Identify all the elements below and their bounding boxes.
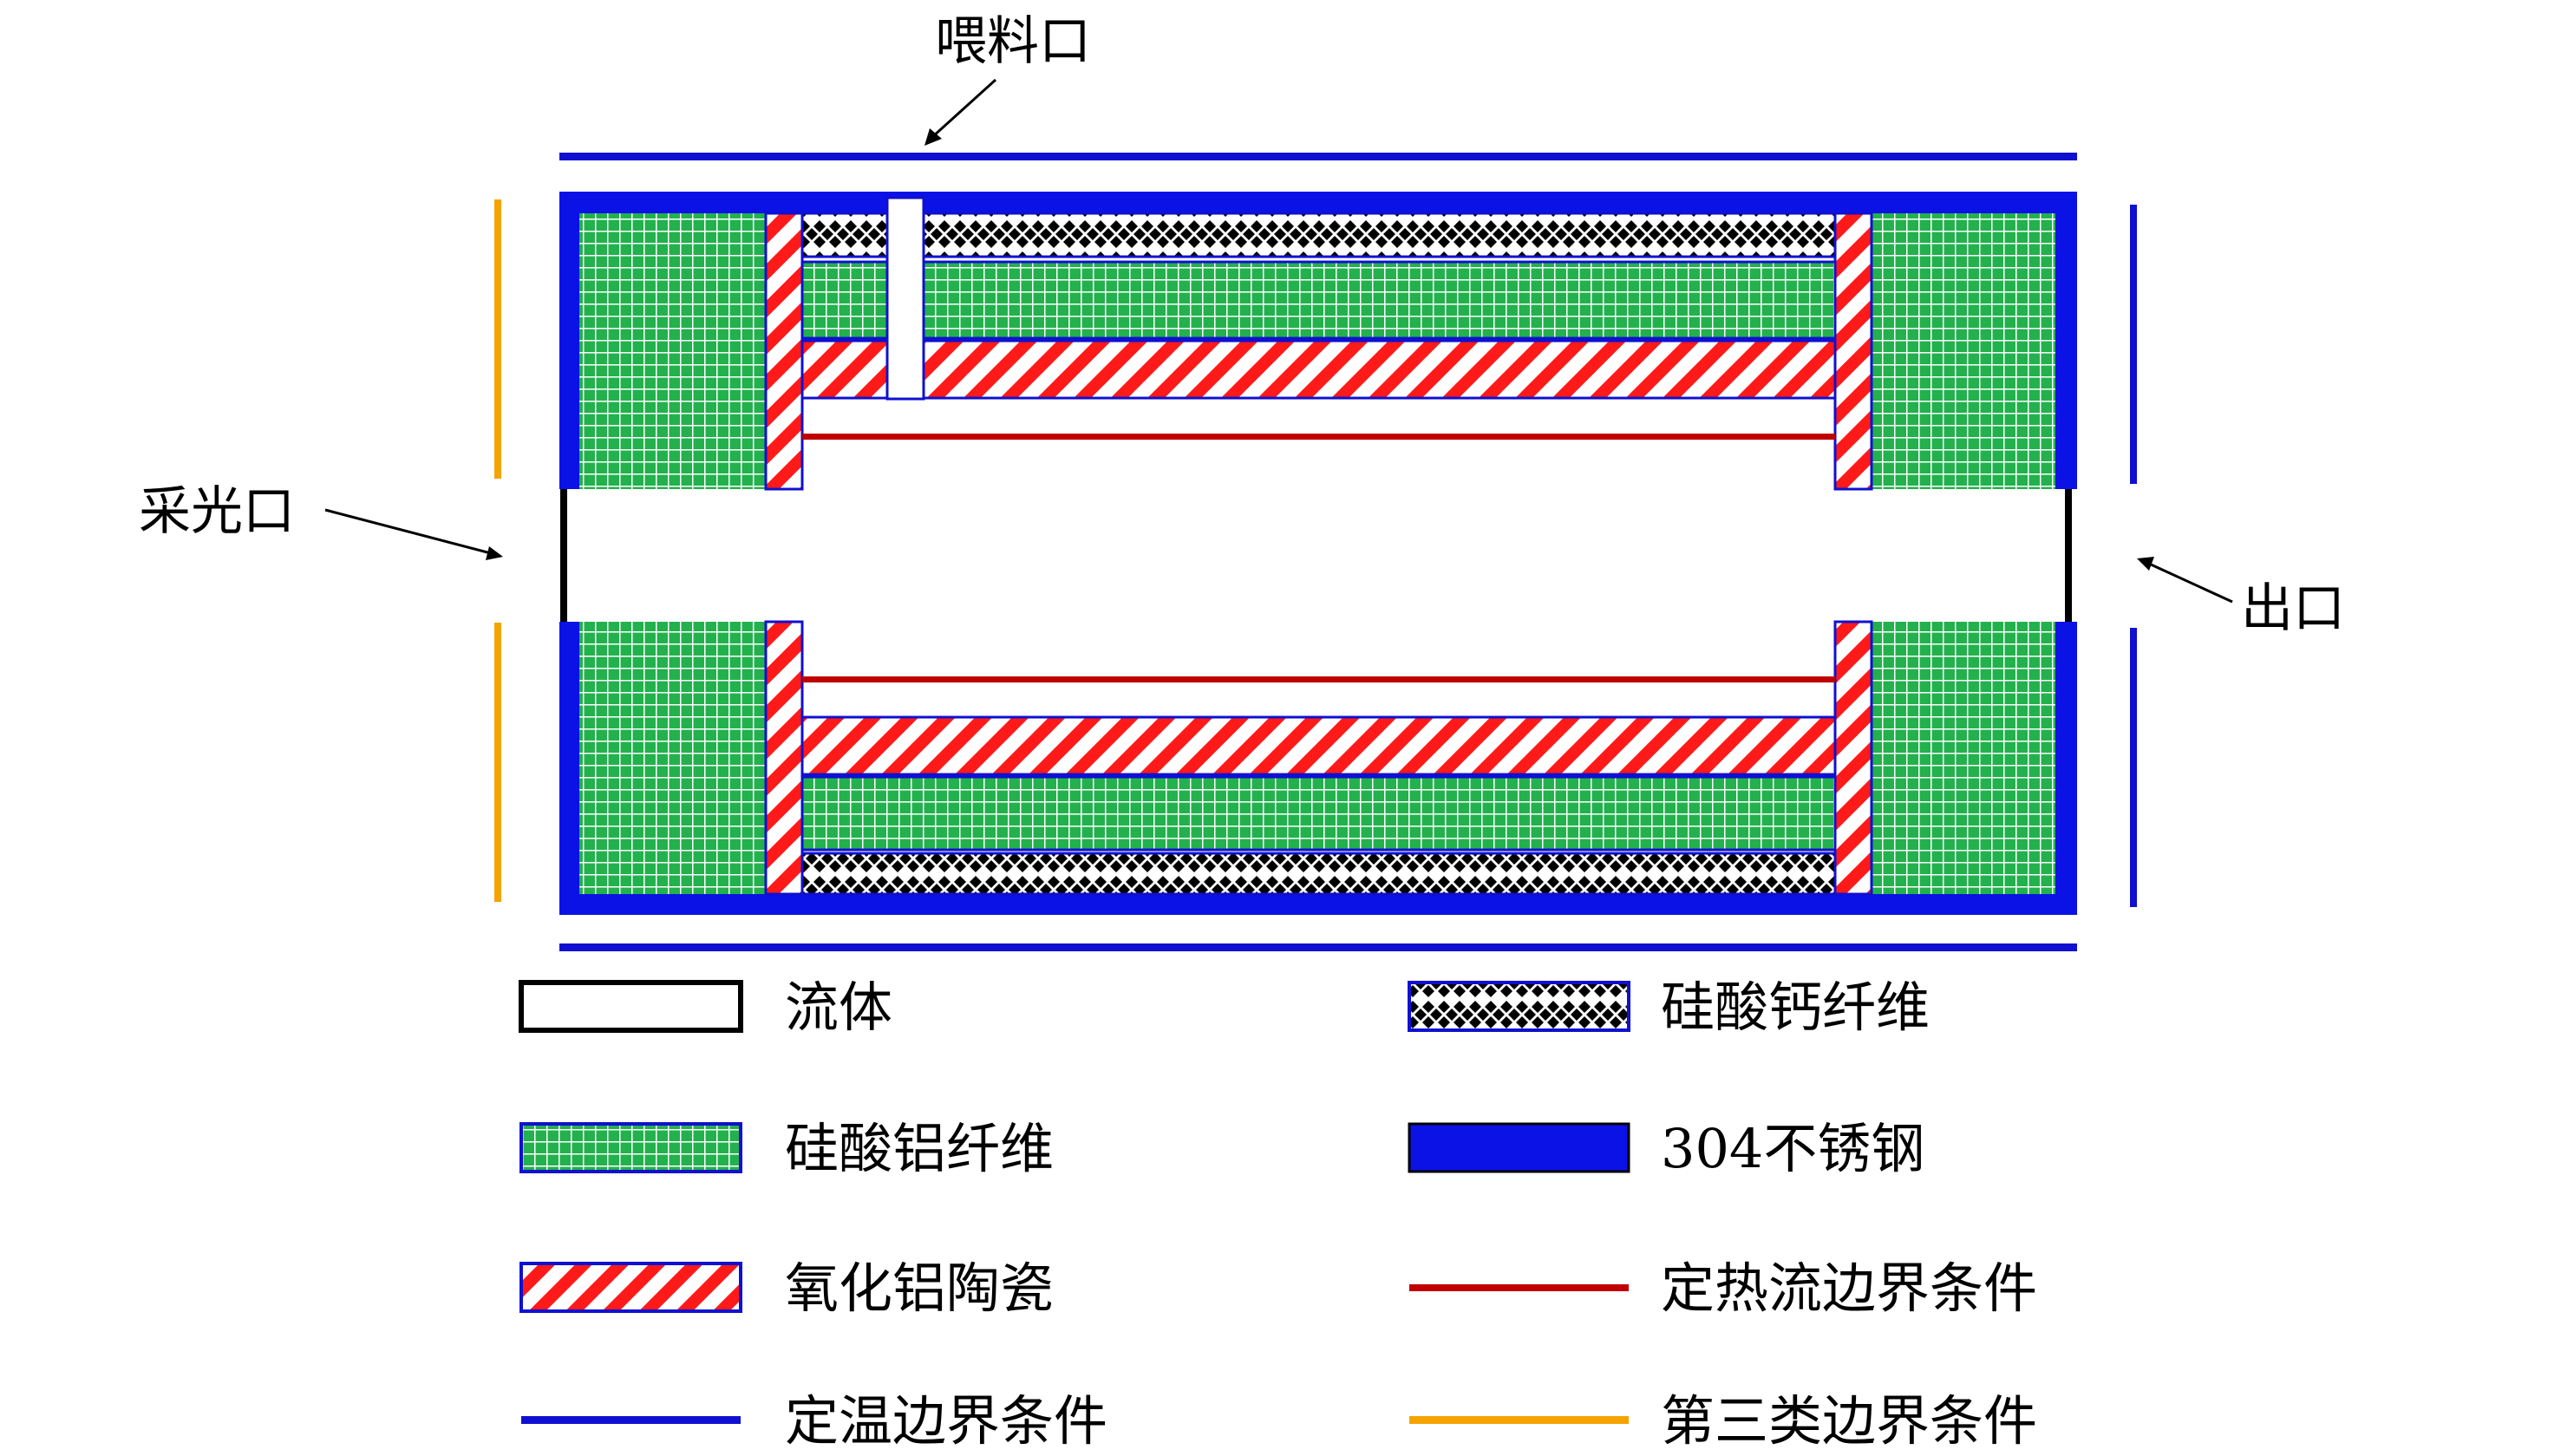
legend-swatch-alumina-ceramic bbox=[519, 1262, 742, 1313]
legend-swatch-stainless-304 bbox=[1408, 1122, 1630, 1173]
right-lower-temperature-boundary-line bbox=[2130, 628, 2137, 907]
right-upper-temperature-boundary-line bbox=[2130, 205, 2137, 484]
boundary-lines bbox=[494, 153, 2137, 951]
annotations: 喂料口 采光口 出口 bbox=[139, 11, 2345, 639]
legend-swatch-fluid bbox=[519, 980, 743, 1033]
lower-green-fiber-layer bbox=[800, 775, 1837, 852]
upper-half bbox=[559, 192, 2077, 491]
top-temperature-boundary-line bbox=[559, 153, 2077, 160]
legend-label-alumina-ceramic: 氧化铝陶瓷 bbox=[785, 1257, 1054, 1320]
feed-port-arrow-line bbox=[931, 78, 997, 139]
lower-half bbox=[559, 620, 2077, 915]
feed-port-tube bbox=[885, 196, 925, 401]
legend-swatch-aluminum-silicate-fiber bbox=[519, 1122, 742, 1173]
upper-left-green-fiber-block bbox=[579, 213, 766, 489]
legend-swatch-temperature-boundary bbox=[521, 1416, 741, 1424]
legend-label-temperature-boundary: 定温边界条件 bbox=[785, 1389, 1107, 1453]
light-port-window bbox=[560, 486, 567, 624]
lower-left-green-fiber-block bbox=[579, 622, 766, 894]
upper-right-ceramic-strip bbox=[1833, 212, 1873, 491]
legend-label-fluid: 流体 bbox=[785, 976, 892, 1039]
legend-label-stainless-304: 304不锈钢 bbox=[1661, 1117, 1924, 1180]
legend-swatch-calcium-silicate-fiber bbox=[1408, 981, 1630, 1032]
outlet-window bbox=[2065, 486, 2072, 624]
bottom-temperature-boundary-line bbox=[559, 943, 2077, 951]
legend-label-heat-flux-boundary: 定热流边界条件 bbox=[1661, 1257, 2037, 1320]
upper-calcium-silicate-layer bbox=[800, 212, 1837, 258]
feed-port-label: 喂料口 bbox=[935, 11, 1091, 72]
outlet-label: 出口 bbox=[2241, 578, 2345, 639]
light-port-arrow-line bbox=[324, 508, 492, 555]
upper-left-ceramic-strip bbox=[764, 212, 804, 491]
legend-label-third-kind-boundary: 第三类边界条件 bbox=[1661, 1389, 2037, 1453]
legend-label-aluminum-silicate-fiber: 硅酸铝纤维 bbox=[785, 1117, 1054, 1180]
light-port-arrowhead bbox=[486, 546, 503, 560]
lower-right-green-fiber-block bbox=[1872, 622, 2055, 894]
outlet-arrowhead bbox=[2137, 557, 2154, 571]
outlet-arrow-line bbox=[2148, 562, 2233, 604]
light-port-label: 采光口 bbox=[139, 481, 295, 542]
legend-swatch-heat-flux-boundary bbox=[1409, 1284, 1629, 1291]
upper-right-green-fiber-block bbox=[1872, 213, 2055, 489]
reactor-body bbox=[559, 192, 2077, 915]
legend-swatch-third-kind-boundary bbox=[1409, 1416, 1629, 1424]
lower-heat-flux-line bbox=[802, 676, 1835, 682]
lower-alumina-layer bbox=[800, 715, 1837, 776]
upper-heat-flux-line bbox=[802, 434, 1835, 440]
lower-calcium-silicate-layer bbox=[800, 852, 1837, 896]
lower-right-ceramic-strip bbox=[1833, 620, 1873, 896]
feed-port-arrowhead bbox=[924, 128, 942, 146]
left-lower-third-kind-boundary-line bbox=[494, 623, 501, 902]
legend: 流体 硅酸钙纤维 硅酸铝纤维 304不锈钢 氧化铝陶瓷 定热流边界条件 定温边界… bbox=[519, 976, 2037, 1453]
legend-label-calcium-silicate-fiber: 硅酸钙纤维 bbox=[1661, 976, 1930, 1039]
lower-left-ceramic-strip bbox=[764, 620, 804, 896]
upper-green-fiber-layer bbox=[800, 260, 1837, 340]
left-upper-third-kind-boundary-line bbox=[494, 199, 501, 479]
upper-alumina-layer bbox=[800, 339, 1837, 400]
